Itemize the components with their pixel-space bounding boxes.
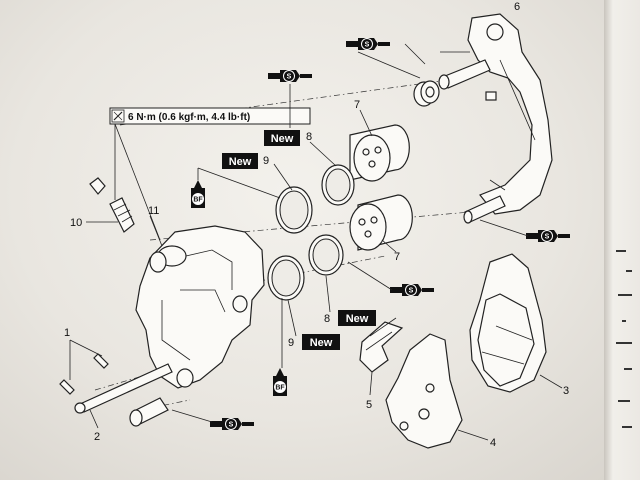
svg-text:New: New [271,133,294,145]
grease-icon: S [389,283,435,297]
svg-text:New: New [229,156,252,168]
facing-page-text [612,250,638,450]
svg-text:S: S [365,42,370,49]
part-9-piston-seal-lower [267,255,305,301]
callout-5: 5 [366,399,372,411]
callout-10: 10 [70,217,82,229]
new-label: New [264,130,300,146]
new-label: New [302,334,340,350]
leader-line [404,43,426,65]
part-7-piston-lower [349,194,413,251]
leader-line [171,409,213,423]
part-1-clips [59,353,109,395]
part-6-caliper-bracket [438,13,553,224]
torque-spec-box: 6 N·m (0.6 kgf·m, 4.4 lb·ft) [109,107,311,125]
leader-line [114,123,161,241]
leader-line [69,339,103,357]
slide-pin [129,397,169,427]
leader-line [325,275,331,313]
part-10-bleed-screw [89,177,135,233]
leader-line [89,409,99,429]
leader-line [357,51,421,79]
callout-9: 9 [263,155,269,167]
grease-icon: S [267,69,313,83]
callout-2: 2 [94,431,100,443]
part-8-dust-seal-lower [308,234,344,276]
leader-line [369,371,373,396]
callout-6: 6 [514,1,520,13]
grease-icon: S [209,417,255,431]
leader-line [273,163,293,191]
grease-icon: S [345,37,391,51]
svg-text:New: New [310,337,333,349]
brake-fluid-icon: BF [191,180,205,208]
svg-text:S: S [229,422,234,429]
callout-4: 4 [490,437,496,449]
grease-icon: S [525,229,571,243]
leader-line [381,239,397,253]
callout-7: 7 [394,251,400,263]
svg-text:New: New [346,313,369,325]
part-3-brake-pad [469,253,547,393]
leader-line [197,167,281,199]
callout-3: 3 [563,385,569,397]
new-label: New [338,310,376,326]
part-2-pad-pin [74,363,173,414]
callout-9: 9 [288,337,294,349]
svg-text:S: S [287,74,292,81]
new-label: New [222,153,258,169]
part-5-pad-spring [359,317,404,373]
bracket-boot [413,80,440,107]
svg-text:BF: BF [275,385,285,392]
leader-line [539,374,563,389]
leader-line [287,299,297,337]
svg-text:S: S [409,288,414,295]
part-4-pad-shim [385,333,463,449]
callout-1: 1 [64,327,70,339]
part-8-dust-seal-upper [321,164,355,206]
leader-line [347,261,393,291]
brake-fluid-icon: BF [273,368,287,396]
leader-line [359,109,373,137]
callout-11: 11 [148,205,159,217]
leader-line [457,429,489,441]
svg-text:BF: BF [193,197,203,204]
leader-line [479,219,529,237]
callout-7: 7 [354,99,360,111]
part-7-piston-upper [349,124,410,182]
callout-8: 8 [324,313,330,325]
part-11-caliper-body [135,225,265,389]
leader-line [309,141,337,167]
torque-spec-text: 6 N·m (0.6 kgf·m, 4.4 lb·ft) [128,112,250,123]
part-9-piston-seal-upper [275,186,313,234]
svg-text:S: S [545,234,550,241]
leader-line [149,215,163,247]
callout-8: 8 [306,131,312,143]
